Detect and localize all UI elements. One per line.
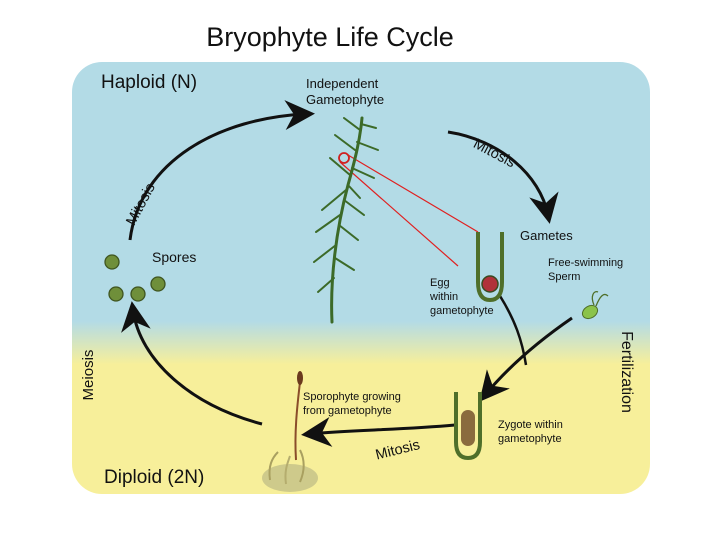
arrow-mitosis-top (447, 130, 559, 224)
spore (150, 276, 166, 292)
sporophyte-label-line2: from gametophyte (303, 405, 392, 417)
zygote-label-line1: Zygote within (498, 419, 563, 431)
arrow-meiosis (121, 301, 263, 426)
arrow-fertilization (479, 316, 573, 402)
connector-line-lower (339, 161, 459, 267)
sporophyte-plant-image (262, 371, 318, 492)
sperm-label-line1: Free-swimming (548, 257, 624, 269)
zygote-label: Zygote within gametophyte (498, 418, 563, 446)
zygote-label-line2: gametophyte (498, 433, 562, 445)
egg-label-line1: Egg (430, 277, 450, 289)
arrow-mitosis-left (128, 100, 315, 241)
spore (108, 286, 124, 302)
gametophyte-highlight-circle (338, 152, 350, 164)
egg-label-line3: gametophyte (430, 305, 494, 317)
arrow-mitosis-bottom (301, 416, 456, 447)
spores-group (104, 254, 166, 302)
spore (104, 254, 120, 270)
diagram-title: Bryophyte Life Cycle (206, 22, 454, 52)
egg-to-fertilization-line (498, 295, 528, 366)
diploid-zone-label: Diploid (2N) (104, 467, 205, 488)
sporophyte-label: Sporophyte growing from gametophyte (303, 390, 401, 418)
archegonium-zygote (454, 392, 482, 461)
haploid-zone-label: Haploid (N) (101, 72, 198, 93)
meiosis-label: Meiosis (80, 349, 97, 401)
spore (130, 286, 146, 302)
egg-cell (481, 275, 499, 293)
sperm-label: Free-swimming Sperm (548, 256, 623, 284)
connector-line-upper (347, 154, 479, 233)
sperm-cell (581, 290, 609, 320)
gametophyte-label-line2: Gametophyte (306, 92, 385, 107)
gametophyte-label: Independent Gametophyte (306, 76, 384, 108)
sperm-label-line2: Sperm (548, 271, 581, 283)
spores-label: Spores (152, 249, 197, 265)
egg-label-line2: within (430, 291, 459, 303)
fertilization-label: Fertilization (618, 331, 635, 413)
zygote-cell (461, 410, 475, 446)
gametophyte-plant-image (313, 116, 379, 324)
gametophyte-label-line1: Independent (306, 76, 379, 91)
gametes-label: Gametes (520, 228, 573, 243)
archegonium-egg (476, 232, 504, 303)
sporophyte-label-line1: Sporophyte growing (303, 391, 401, 403)
egg-label: Egg within gametophyte (430, 276, 494, 318)
